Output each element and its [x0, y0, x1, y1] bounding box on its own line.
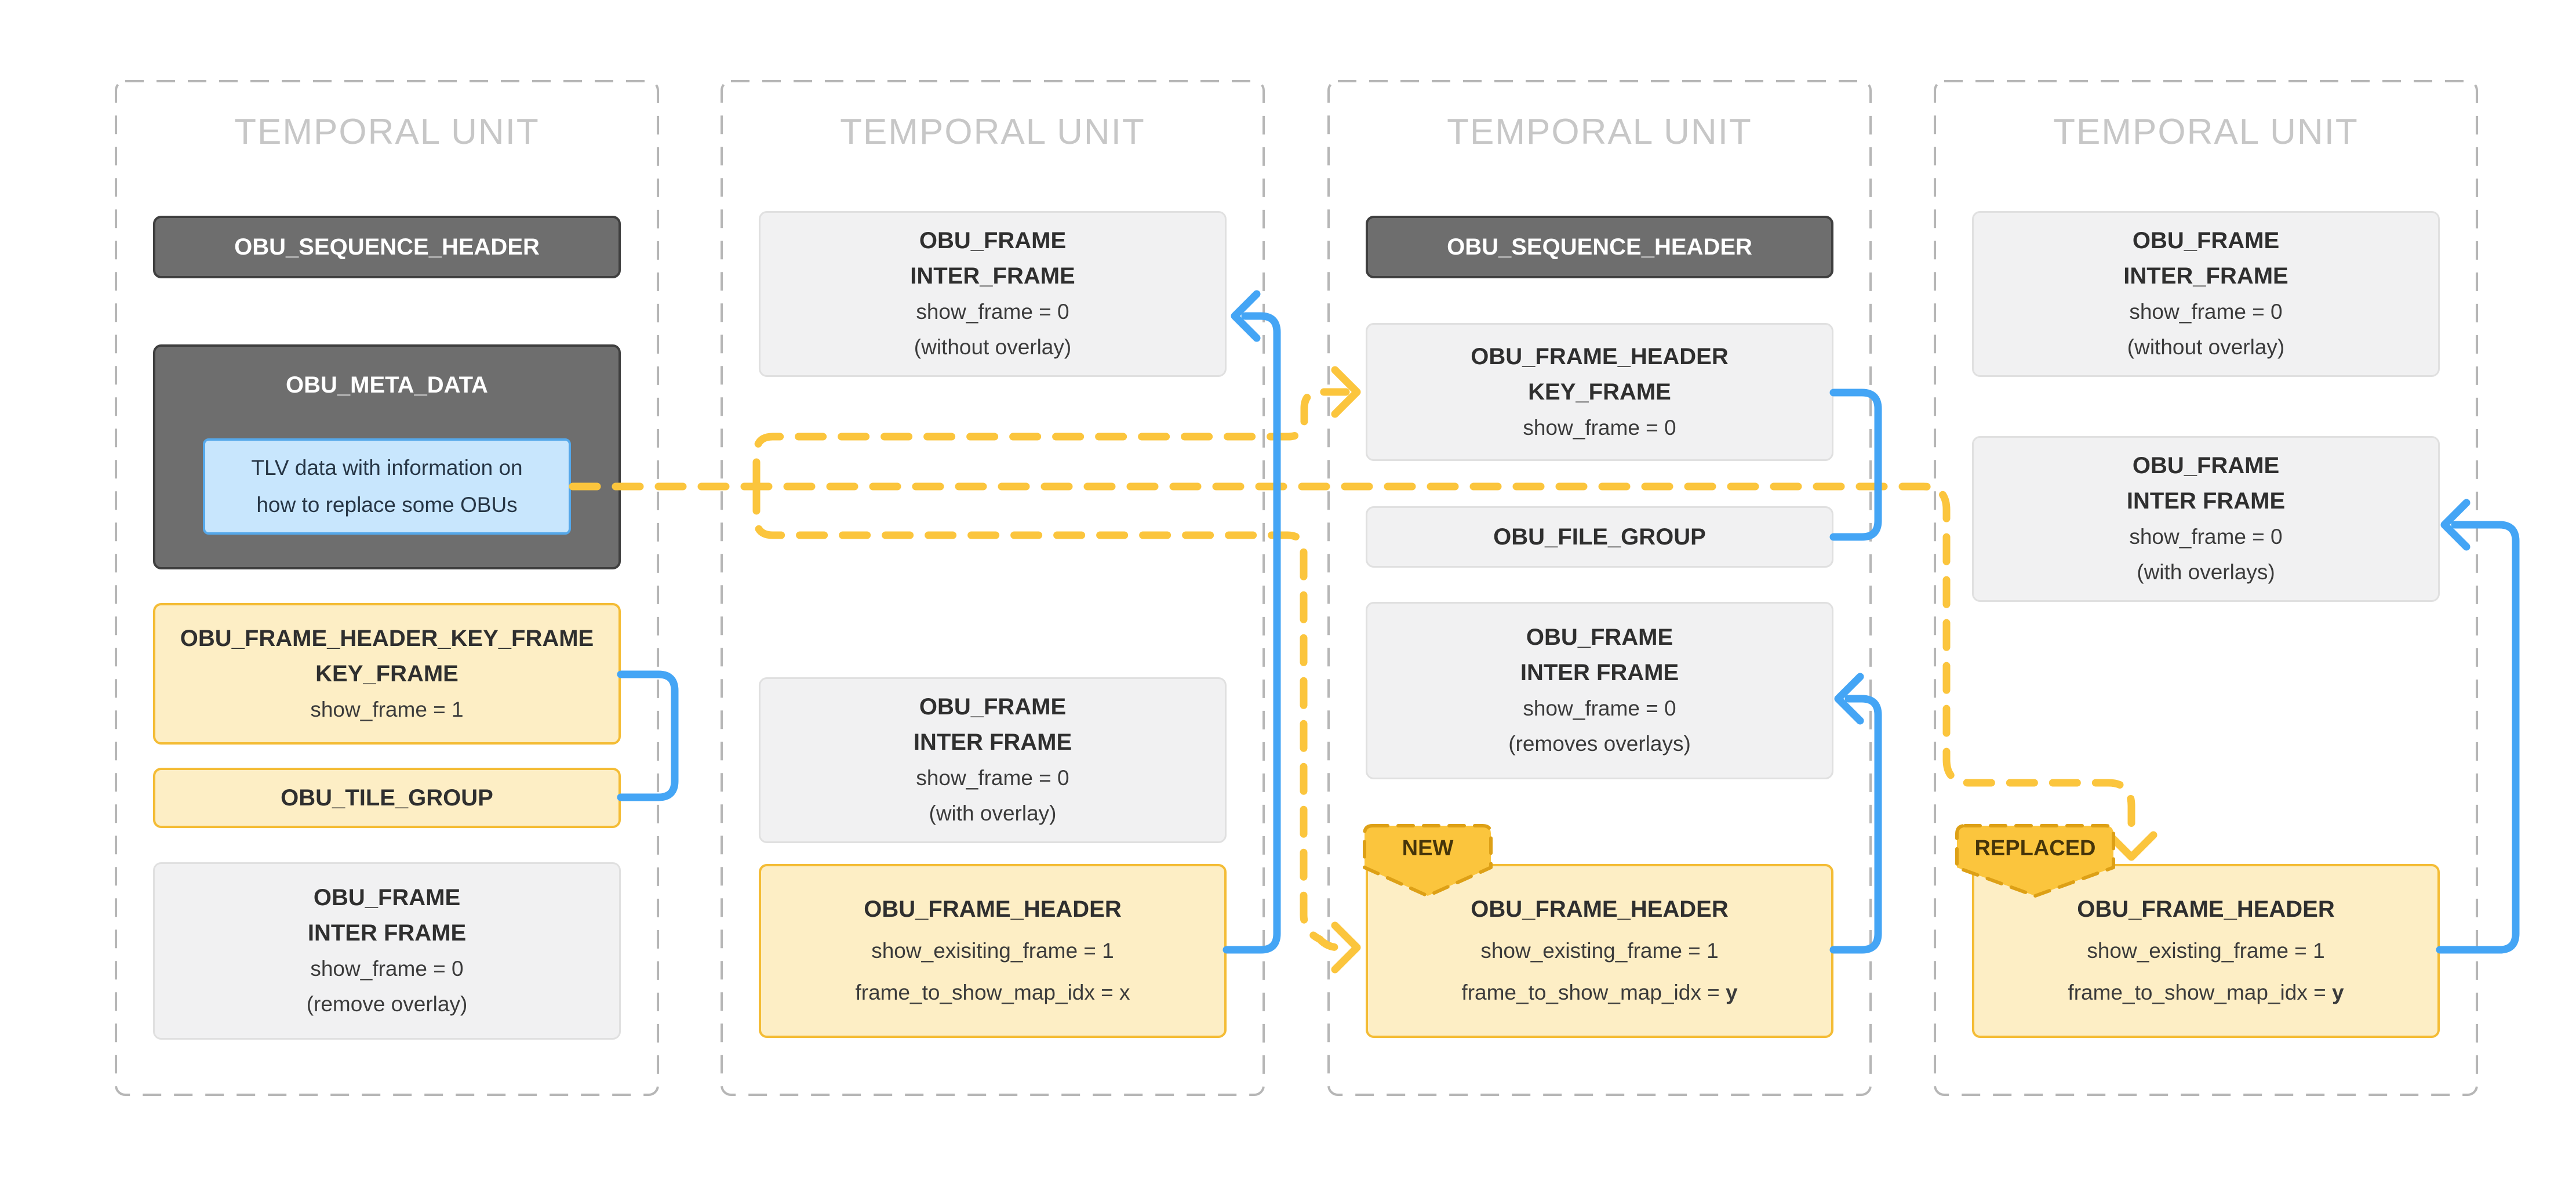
col2-hdr-line2: show_exisiting_frame = 1: [871, 939, 1114, 963]
col1-key-frame-line2: KEY_FRAME: [315, 660, 459, 687]
col4-f1-line1: OBU_FRAME: [2132, 228, 2280, 253]
arrow-into-col3-key-frame: [1331, 366, 1361, 418]
col2-obu-frame-header-box: OBU_FRAME_HEADER show_exisiting_frame = …: [759, 864, 1227, 1038]
col3-obu-file-group-box: OBU_FILE_GROUP: [1366, 506, 1833, 568]
col1-inter-frame-line4: (remove overlay): [306, 992, 468, 1016]
col1-tlv-line2: how to replace some OBUs: [256, 493, 518, 517]
col1-tlv-line1: TLV data with information on: [251, 456, 523, 480]
col4-inter-frame-without-overlay-box: OBU_FRAME INTER_FRAME show_frame = 0 (wi…: [1972, 211, 2440, 377]
col2-f1-line4: (without overlay): [914, 335, 1072, 359]
col1-obu-tile-group-label: OBU_TILE_GROUP: [281, 785, 493, 811]
col4-show-existing-connector: [2436, 521, 2520, 954]
col3-inter-frame-line3: show_frame = 0: [1523, 696, 1676, 720]
column2-title: TEMPORAL UNIT: [840, 112, 1145, 152]
col1-tlv-data-box: TLV data with information on how to repl…: [203, 438, 571, 535]
col1-inter-frame-box: OBU_FRAME INTER FRAME show_frame = 0 (re…: [153, 862, 621, 1040]
col3-hdr-line2: show_existing_frame = 1: [1480, 939, 1719, 963]
col3-inter-frame-line4: (removes overlays): [1508, 732, 1691, 756]
col3-key-frame-line3: show_frame = 0: [1523, 415, 1676, 440]
col2-f1-line1: OBU_FRAME: [919, 228, 1067, 253]
col2-hdr-line3-prefix: frame_to_show_map_idx =: [855, 981, 1120, 1004]
col2-hdr-line3: frame_to_show_map_idx = x: [855, 972, 1130, 1014]
col3-hdr-line3: frame_to_show_map_idx = y: [1461, 972, 1737, 1014]
col3-inter-frame-line2: INTER FRAME: [1520, 660, 1679, 685]
col4-f2-line2: INTER FRAME: [2126, 488, 2286, 514]
col4-hdr-line3-value: y: [2331, 981, 2344, 1004]
col3-obu-frame-header-box: OBU_FRAME_HEADER show_existing_frame = 1…: [1366, 864, 1833, 1038]
col3-inter-frame-line1: OBU_FRAME: [1526, 625, 1673, 650]
col1-keyframe-tilegroup-bracket: [617, 670, 679, 801]
col1-inter-frame-line3: show_frame = 0: [310, 957, 464, 981]
arrow-into-col4-frame2: [2440, 499, 2471, 551]
col3-hdr-line3-value: y: [1725, 981, 1738, 1004]
col2-f2-line1: OBU_FRAME: [919, 694, 1067, 720]
col2-f2-line2: INTER FRAME: [913, 729, 1072, 755]
col2-hdr-line3-value: x: [1119, 981, 1130, 1004]
col1-inter-frame-line1: OBU_FRAME: [313, 885, 461, 910]
col2-show-existing-connector: [1222, 312, 1281, 954]
col3-key-frame-line1: OBU_FRAME_HEADER: [1471, 343, 1729, 369]
col3-hdr-line3-prefix: frame_to_show_map_idx =: [1461, 981, 1726, 1004]
column1-title: TEMPORAL UNIT: [234, 112, 540, 152]
col1-obu-sequence-header-box: OBU_SEQUENCE_HEADER: [153, 216, 621, 278]
col3-show-existing-connector: [1829, 695, 1882, 954]
col3-keyframe-filegroup-bracket: [1829, 389, 1882, 541]
column4-title: TEMPORAL UNIT: [2053, 112, 2359, 152]
col3-key-frame-box: OBU_FRAME_HEADER KEY_FRAME show_frame = …: [1366, 323, 1833, 461]
col2-inter-frame-with-overlay-box: OBU_FRAME INTER FRAME show_frame = 0 (wi…: [759, 677, 1227, 843]
col2-f1-line3: show_frame = 0: [916, 300, 1069, 324]
col3-obu-file-group-label: OBU_FILE_GROUP: [1493, 524, 1706, 550]
column3-title: TEMPORAL UNIT: [1447, 112, 1752, 152]
col3-hdr-line1: OBU_FRAME_HEADER: [1471, 896, 1729, 922]
col2-f2-line4: (with overlay): [929, 801, 1057, 825]
col4-f1-line3: show_frame = 0: [2129, 300, 2283, 324]
col4-hdr-line2: show_existing_frame = 1: [2087, 939, 2325, 963]
col3-obu-sequence-header-box: OBU_SEQUENCE_HEADER: [1366, 216, 1833, 278]
arrow-into-col3-frame-header: [1331, 921, 1361, 974]
col4-inter-frame-with-overlays-box: OBU_FRAME INTER FRAME show_frame = 0 (wi…: [1972, 436, 2440, 602]
new-badge-label: NEW: [1402, 836, 1454, 861]
col1-obu-meta-data-label: OBU_META_DATA: [286, 372, 488, 398]
col4-obu-frame-header-box: OBU_FRAME_HEADER show_existing_frame = 1…: [1972, 864, 2440, 1038]
col1-obu-sequence-header-label: OBU_SEQUENCE_HEADER: [234, 234, 540, 260]
col2-f2-line3: show_frame = 0: [916, 766, 1069, 790]
col1-key-frame-line1: OBU_FRAME_HEADER_KEY_FRAME: [180, 625, 594, 651]
col4-f2-line1: OBU_FRAME: [2132, 453, 2280, 478]
arrow-into-col4-frame-header: [2105, 831, 2157, 861]
col1-key-frame-box: OBU_FRAME_HEADER_KEY_FRAME KEY_FRAME sho…: [153, 603, 621, 745]
col1-key-frame-line3: show_frame = 1: [310, 697, 464, 721]
col4-f1-line2: INTER_FRAME: [2123, 263, 2288, 289]
col3-key-frame-line2: KEY_FRAME: [1528, 379, 1671, 405]
col4-f2-line4: (with overlays): [2137, 560, 2275, 584]
col4-hdr-line3: frame_to_show_map_idx = y: [2068, 972, 2344, 1014]
col1-inter-frame-line2: INTER FRAME: [307, 920, 467, 946]
arrow-into-col3-inter-frame: [1834, 673, 1864, 725]
col2-f1-line2: INTER_FRAME: [910, 263, 1075, 289]
col3-inter-frame-box: OBU_FRAME INTER FRAME show_frame = 0 (re…: [1366, 602, 1833, 779]
col2-inter-frame-without-overlay-box: OBU_FRAME INTER_FRAME show_frame = 0 (wi…: [759, 211, 1227, 377]
replaced-badge-label: REPLACED: [1974, 836, 2096, 861]
col1-obu-tile-group-box: OBU_TILE_GROUP: [153, 768, 621, 828]
col4-f2-line3: show_frame = 0: [2129, 525, 2283, 549]
arrow-into-col2-frame1: [1231, 290, 1261, 342]
col4-hdr-line1: OBU_FRAME_HEADER: [2077, 896, 2335, 922]
col2-hdr-line1: OBU_FRAME_HEADER: [864, 896, 1122, 922]
tlv-branch-upper-line: [752, 388, 1350, 491]
col3-obu-sequence-header-label: OBU_SEQUENCE_HEADER: [1447, 234, 1752, 260]
col4-f1-line4: (without overlay): [2127, 335, 2285, 359]
col4-hdr-line3-prefix: frame_to_show_map_idx =: [2068, 981, 2332, 1004]
